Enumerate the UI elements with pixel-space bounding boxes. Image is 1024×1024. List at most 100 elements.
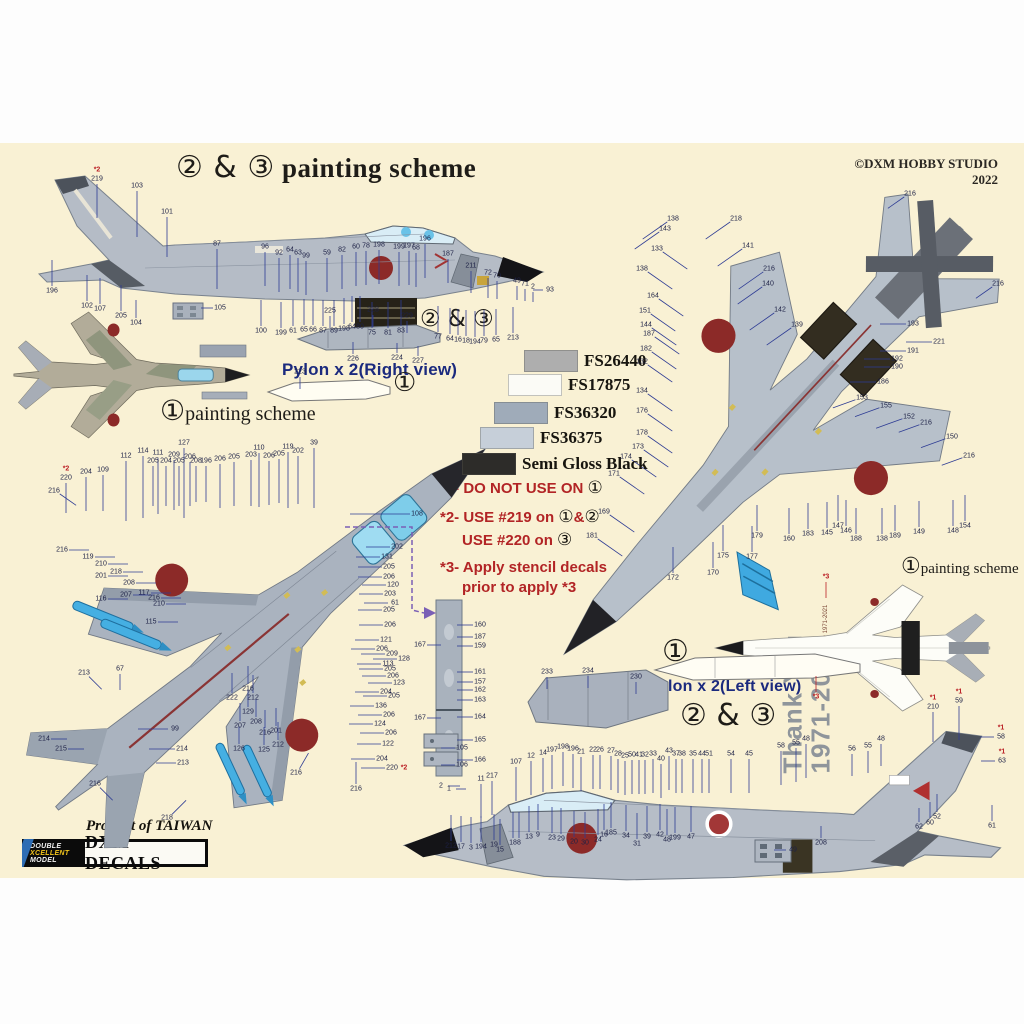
- callout-number: 121: [380, 636, 392, 644]
- callout-number: 102: [81, 302, 93, 310]
- callout-number: 190: [891, 363, 903, 371]
- callout-number: 222: [226, 694, 238, 702]
- scheme-1-circle-pylon-right: ①: [393, 368, 417, 398]
- callout-number: 108: [411, 510, 423, 518]
- callout-number: 228: [367, 306, 379, 314]
- stencil-transfer-arrow: [345, 526, 436, 619]
- callout-number: 134: [636, 387, 648, 395]
- callout-number: *1: [929, 694, 937, 702]
- callout-number: 148: [947, 527, 959, 535]
- callout-number: 202: [292, 447, 304, 455]
- callout-number: 205: [147, 457, 159, 465]
- callout-number: 187: [643, 330, 655, 338]
- callout-number: 216: [963, 452, 975, 460]
- callout-number: 122: [382, 740, 394, 748]
- callout-number: *2: [62, 465, 70, 473]
- callout-number: 68: [412, 244, 420, 252]
- callout-number: *1: [955, 688, 963, 696]
- callout-number: 61: [289, 327, 297, 335]
- callout-leader-line: [647, 413, 673, 432]
- callout-number: 51: [705, 750, 713, 758]
- color-chip-label: FS26440: [584, 351, 647, 370]
- callout-number: 209: [168, 451, 180, 459]
- callout-number: 197: [546, 746, 558, 754]
- callout-number: 58: [777, 742, 785, 750]
- callout-number: 171: [608, 470, 620, 478]
- note-line: *1- DO NOT USE ON ①: [440, 478, 603, 498]
- callout-number: 65: [492, 336, 500, 344]
- scheme-23-circled-numbers: ② & ③: [176, 150, 275, 185]
- callout-number: 43: [665, 747, 673, 755]
- callout-number: 163: [474, 696, 486, 704]
- callout-number: 225: [324, 307, 336, 315]
- callout-number: 201: [95, 572, 107, 580]
- callout-number: 160: [783, 535, 795, 543]
- callout-leader-line: [59, 493, 77, 506]
- callout-number: 45: [745, 750, 753, 758]
- callout-number: 202: [391, 543, 403, 551]
- callout-number: 162: [474, 686, 486, 694]
- callout-number: 216: [350, 785, 362, 793]
- callout-number: 207: [234, 722, 246, 730]
- copyright-text: ©DXM HOBBY STUDIO 2022: [854, 156, 998, 187]
- callout-number: 221: [933, 338, 945, 346]
- callout-number: 21: [577, 748, 585, 756]
- callout-number: 99: [302, 252, 310, 260]
- note-line: *3- Apply stencil decals: [440, 559, 608, 576]
- callout-number: 82: [338, 246, 346, 254]
- callout-number: 176: [636, 407, 648, 415]
- callout-number: 87: [319, 327, 327, 335]
- callout-number: 24: [594, 836, 602, 844]
- plane-topview-left-illustration: [0, 342, 575, 916]
- callout-number: 29: [557, 835, 565, 843]
- callout-number: 147: [832, 522, 844, 530]
- callout-number: 141: [742, 242, 754, 250]
- callout-number: 217: [486, 772, 498, 780]
- pylon-right-gray: [296, 324, 441, 351]
- callout-number: 70: [493, 272, 501, 280]
- callout-number: 166: [474, 756, 486, 764]
- callout-number: 211: [465, 262, 477, 270]
- gray-strip-parts: [199, 344, 248, 400]
- callout-number: 105: [214, 304, 226, 312]
- pylon-left-white: [653, 653, 861, 681]
- callout-number: 66: [309, 326, 317, 334]
- callout-number: 149: [913, 528, 925, 536]
- callout-number: 54: [727, 750, 735, 758]
- callout-number: 92: [275, 249, 283, 257]
- callout-number: 99: [171, 725, 179, 733]
- callout-number: 1: [447, 785, 451, 793]
- callout-number: 193: [907, 320, 919, 328]
- callout-number: 64: [286, 246, 294, 254]
- callout-number: 214: [176, 745, 188, 753]
- callout-number: 204: [160, 457, 172, 465]
- callout-number: 107: [94, 305, 106, 313]
- callout-number: 114: [137, 447, 149, 455]
- callout-number: 213: [507, 334, 519, 342]
- callout-number: 194: [469, 338, 481, 346]
- callout-number: 116: [95, 595, 107, 603]
- callout-number: 167: [414, 714, 426, 722]
- callout-number: 107: [510, 758, 522, 766]
- scheme-23-label-mid: ② & ③: [420, 306, 494, 332]
- callout-leader-line: [832, 399, 856, 409]
- callout-leader-line: [647, 435, 673, 454]
- callout-number: 210: [95, 560, 107, 568]
- callout-number: 218: [161, 814, 173, 822]
- callout-number: 151: [639, 307, 651, 315]
- callout-number: 100: [255, 327, 267, 335]
- callout-number: 48: [802, 735, 810, 743]
- callout-leader-line: [642, 221, 668, 240]
- connector-box-right: [754, 839, 792, 863]
- callout-leader-line: [88, 676, 102, 690]
- callout-number: 173: [632, 443, 644, 451]
- color-chip-fs26440: [524, 350, 578, 372]
- callout-number: 13: [525, 833, 533, 841]
- callout-number: 2: [531, 283, 535, 291]
- callout-number: 174: [620, 453, 632, 461]
- callout-number: 138: [876, 535, 888, 543]
- callout-number: 198: [373, 241, 385, 249]
- callout-number: 14: [539, 749, 547, 757]
- callout-number: 196: [46, 287, 58, 295]
